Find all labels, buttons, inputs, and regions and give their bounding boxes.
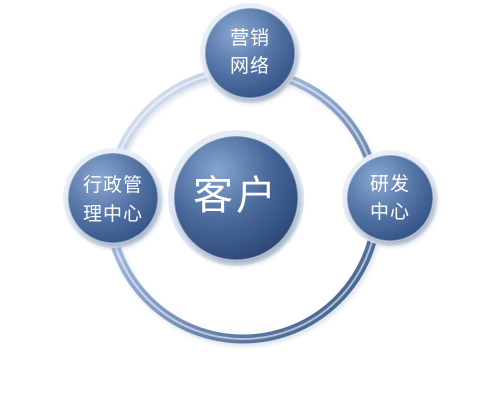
admin-management-center-node: 行政管 理中心	[63, 148, 163, 248]
marketing-network-node: 营销 网络	[200, 3, 300, 103]
rnd-line-1: 研发	[370, 173, 410, 195]
admin-line-2: 理中心	[83, 203, 143, 225]
marketing-line-1: 营销	[230, 27, 270, 49]
admin-line-1: 行政管	[83, 174, 143, 196]
rnd-center-node: 研发 中心	[342, 150, 438, 246]
marketing-line-2: 网络	[230, 55, 270, 77]
rnd-line-2: 中心	[370, 201, 410, 223]
center-customer-node: 客户	[168, 130, 304, 266]
center-label: 客户	[193, 173, 279, 219]
